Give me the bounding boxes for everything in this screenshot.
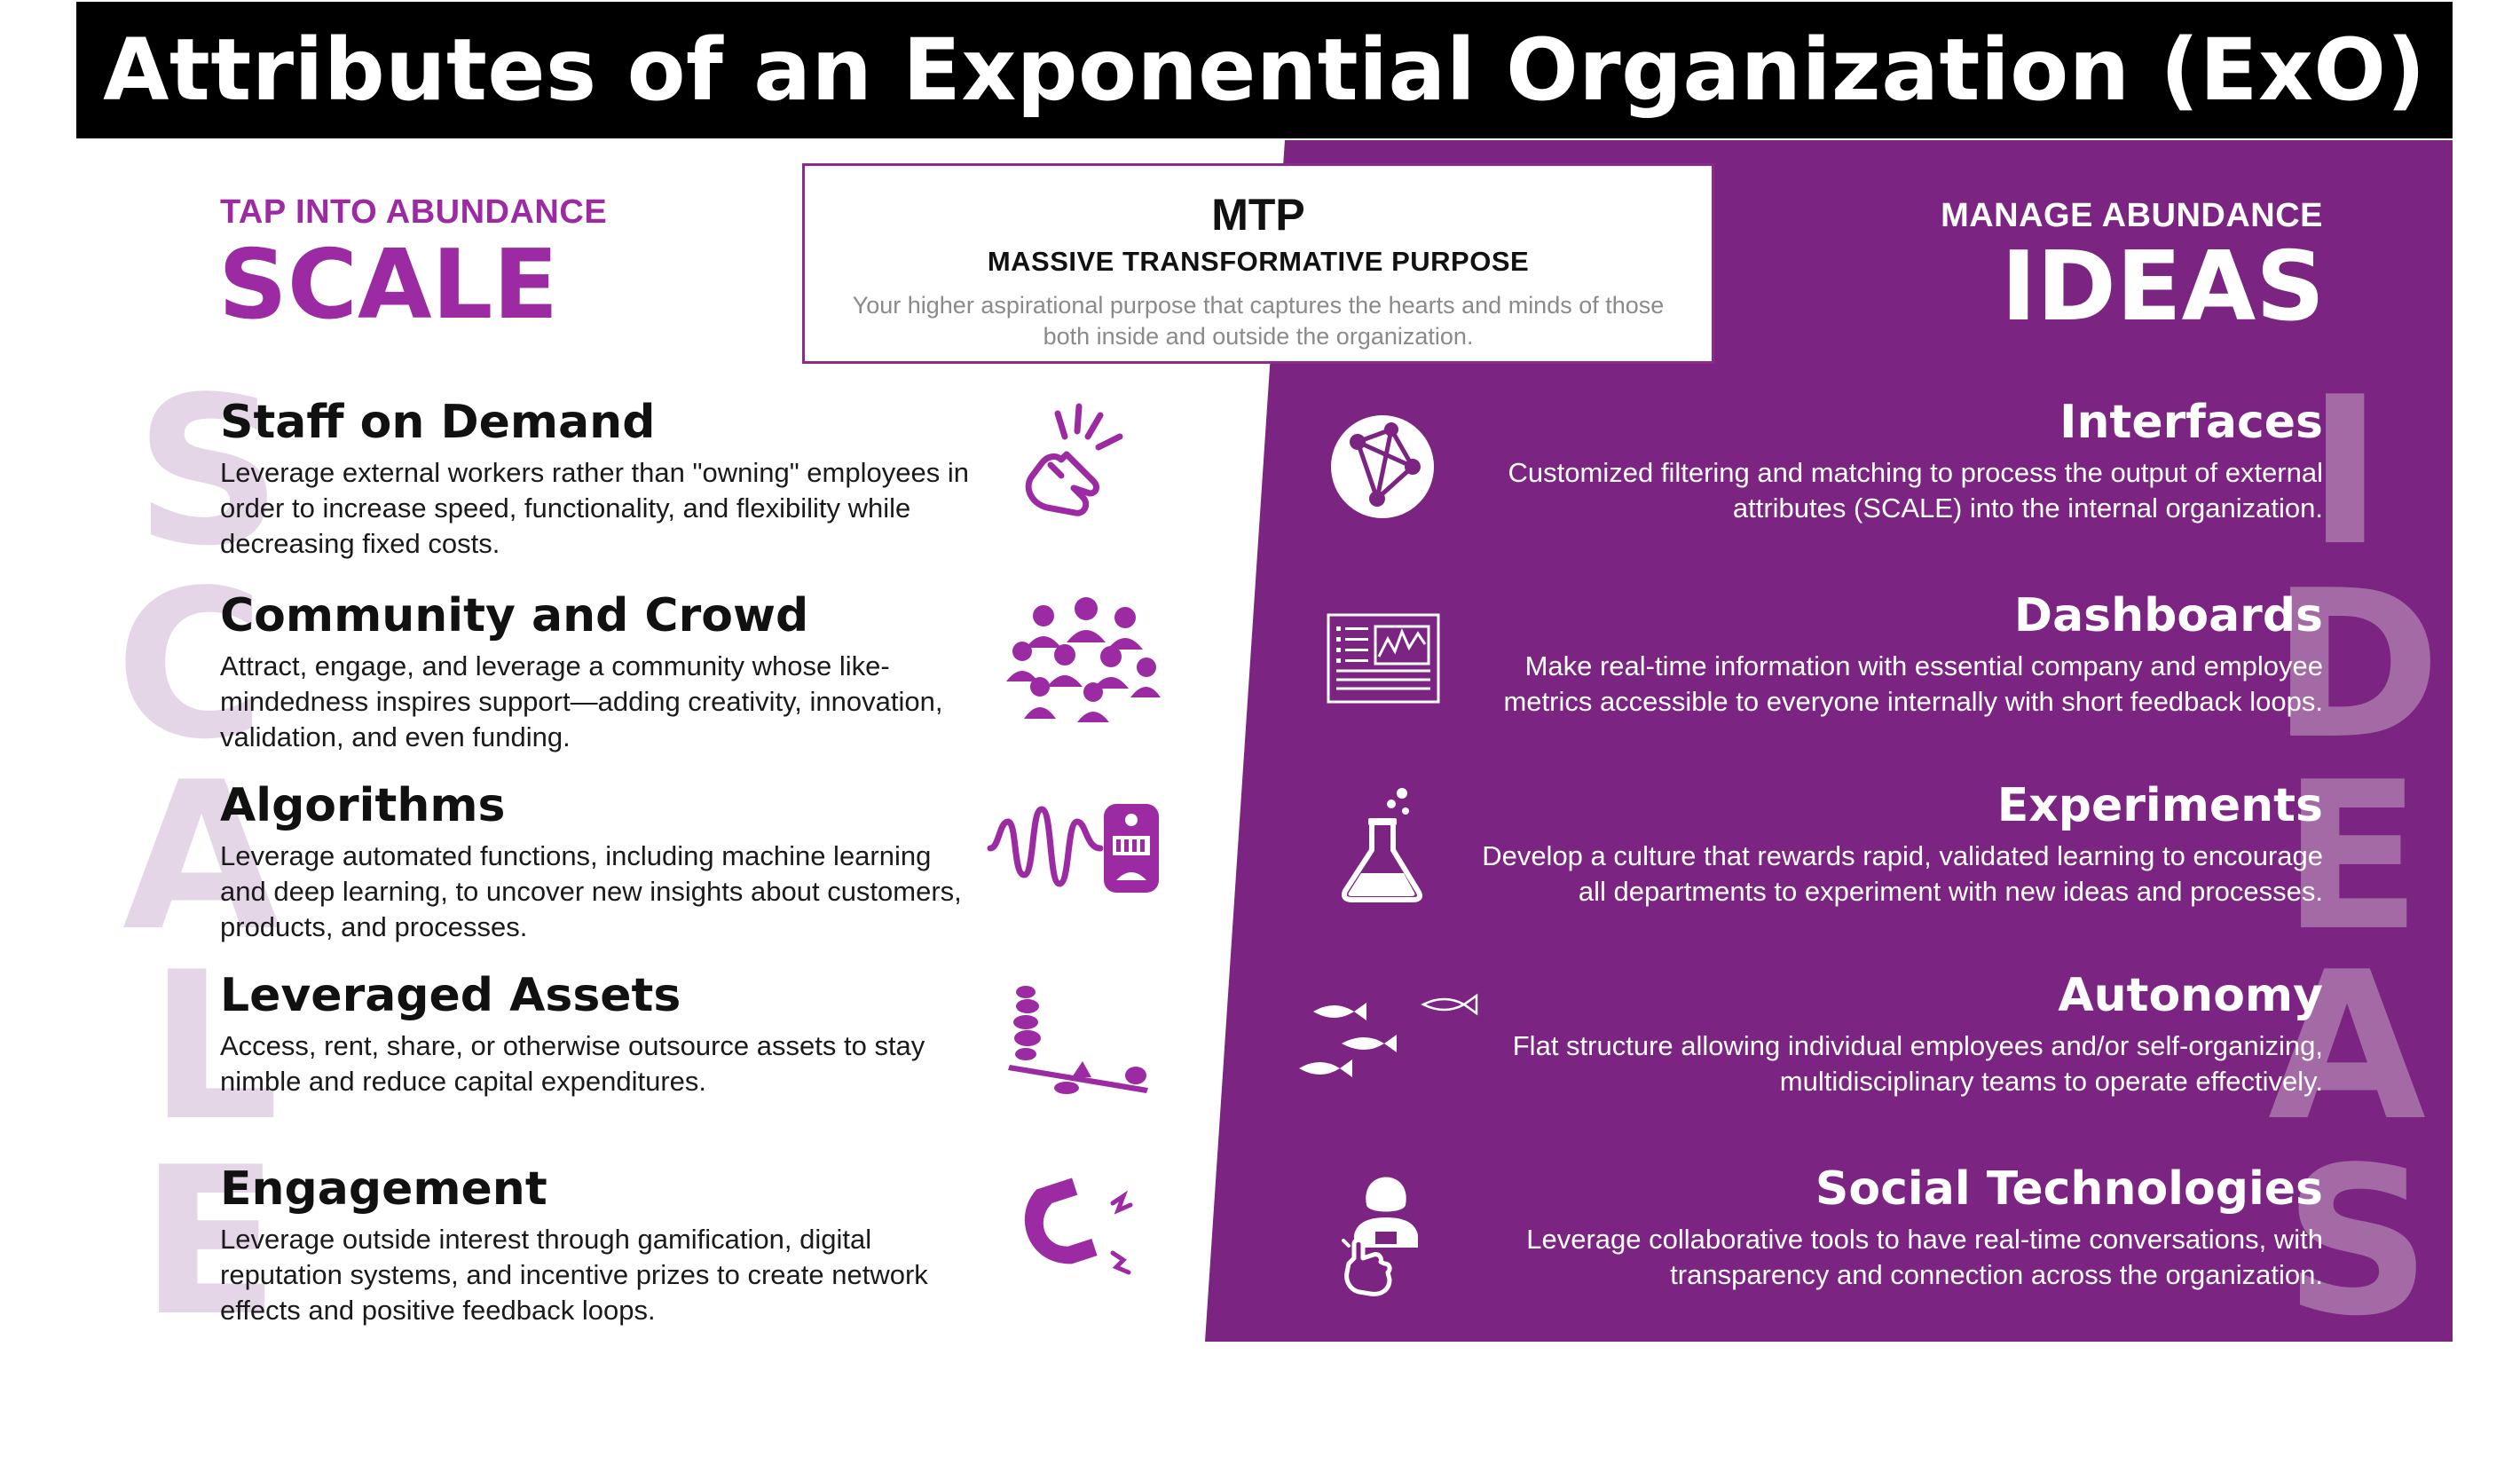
ideas-kicker: MANAGE ABUNDANCE [1941, 197, 2323, 234]
mtp-subtitle: MASSIVE TRANSFORMATIVE PURPOSE [987, 246, 1530, 277]
scale-kicker: TAP INTO ABUNDANCE [220, 193, 608, 231]
waveform-machine-icon [987, 804, 1159, 893]
scale-item-title: Community and Crowd [220, 589, 809, 642]
ideas-heading: IDEAS [2001, 232, 2325, 343]
ideas-item-desc: Develop a culture that rewards rapid, va… [1482, 840, 2323, 908]
scale-item-desc: Access, rent, share, or otherwise outsou… [220, 1030, 925, 1098]
scale-item-desc: Leverage outside interest through gamifi… [220, 1224, 928, 1327]
scale-item-staff-on-demand: Staff on Demand Leverage external worker… [220, 396, 983, 562]
pointing-hand-icon [1025, 403, 1123, 516]
watermark-letter-e: E [140, 1124, 280, 1361]
watermark-letter-s-right: S [2284, 1124, 2431, 1361]
watermark-letter-e-right: E [2282, 739, 2422, 976]
watermark-letter-d: D [2272, 547, 2441, 784]
mtp-description: Your higher aspirational purpose that ca… [852, 292, 1665, 350]
ideas-item-desc: Leverage collaborative tools to have rea… [1526, 1224, 2323, 1291]
ideas-item-title: Interfaces [2059, 396, 2323, 449]
watermark-letter-i: I [2307, 354, 2383, 591]
scale-item-title: Staff on Demand [220, 396, 656, 449]
ideas-item-desc: Flat structure allowing individual emplo… [1512, 1030, 2323, 1098]
page-title: Attributes of an Exponential Organizatio… [103, 20, 2426, 120]
scale-item-desc: Leverage external workers rather than "o… [220, 457, 969, 560]
watermark-letter-a-right: A [2268, 929, 2427, 1166]
ideas-item-desc: Customized filtering and matching to pro… [1508, 457, 2323, 524]
ideas-item-dashboards: Dashboards Make real-time information wi… [1471, 589, 2323, 720]
scale-item-algorithms: Algorithms Leverage automated functions,… [220, 779, 983, 945]
scale-item-engagement: Engagement Leverage outside interest thr… [220, 1162, 983, 1328]
scale-item-title: Leveraged Assets [220, 969, 681, 1022]
network-circle-icon [1331, 415, 1434, 518]
scale-item-title: Algorithms [220, 779, 506, 832]
mtp-title: MTP [1211, 190, 1305, 240]
crowd-icon [1006, 597, 1161, 722]
watermark-letter-l: L [149, 929, 280, 1166]
title-bar: Attributes of an Exponential Organizatio… [76, 2, 2453, 138]
flask-icon [1342, 788, 1422, 902]
ideas-item-title: Social Technologies [1815, 1162, 2323, 1216]
scale-item-title: Engagement [220, 1162, 547, 1216]
ideas-item-title: Autonomy [2058, 969, 2323, 1022]
watermark-letter-c: C [115, 547, 265, 784]
lever-stones-icon [1008, 986, 1148, 1094]
ideas-item-experiments: Experiments Develop a culture that rewar… [1471, 779, 2323, 910]
scale-heading: SCALE [218, 230, 559, 341]
ideas-item-desc: Make real-time information with essentia… [1503, 650, 2323, 718]
ideas-item-title: Dashboards [2013, 589, 2323, 642]
watermark-letter-a: A [122, 739, 281, 976]
watermark-letter-s: S [135, 354, 282, 591]
scale-item-desc: Leverage automated functions, including … [220, 840, 962, 943]
scale-item-leveraged-assets: Leveraged Assets Access, rent, share, or… [220, 969, 983, 1099]
person-touch-icon [1342, 1177, 1418, 1296]
dashboard-icon [1327, 613, 1440, 704]
magnet-icon [1024, 1177, 1133, 1275]
fish-school-icon [1299, 993, 1478, 1077]
mtp-box: MTP MASSIVE TRANSFORMATIVE PURPOSE Your … [802, 163, 1714, 364]
ideas-item-autonomy: Autonomy Flat structure allowing individ… [1471, 969, 2323, 1099]
ideas-item-interfaces: Interfaces Customized filtering and matc… [1471, 396, 2323, 526]
ideas-item-social-technologies: Social Technologies Leverage collaborati… [1471, 1162, 2323, 1293]
scale-item-community-and-crowd: Community and Crowd Attract, engage, and… [220, 589, 983, 755]
scale-item-desc: Attract, engage, and leverage a communit… [220, 650, 943, 753]
ideas-item-title: Experiments [1996, 779, 2323, 832]
